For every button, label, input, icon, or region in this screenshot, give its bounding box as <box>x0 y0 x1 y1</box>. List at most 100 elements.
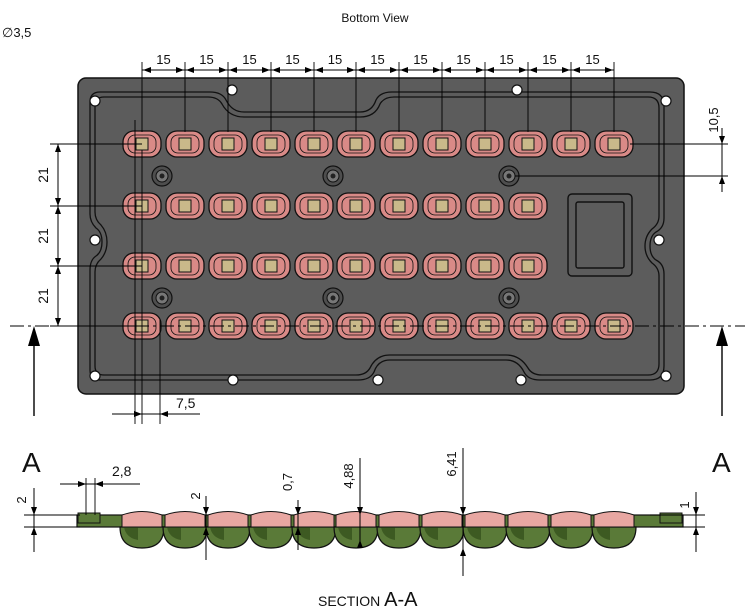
led-2-2 <box>208 252 248 280</box>
hole-diameter-label: ∅3,5 <box>2 25 31 40</box>
led-2-4 <box>294 252 334 280</box>
dim-6-41-label: 6,41 <box>444 451 459 476</box>
pitch-label-6: 15 <box>413 52 427 67</box>
led-1-2 <box>208 192 248 220</box>
led-0-2 <box>208 130 248 158</box>
lens-0 <box>119 511 165 549</box>
gasket-outer <box>89 91 665 381</box>
led-1-5 <box>336 192 376 220</box>
dim-21-label-1: 21 <box>35 167 51 183</box>
led-2-5 <box>336 252 376 280</box>
mounting-hole-10 <box>660 370 672 382</box>
lens-9 <box>505 511 551 549</box>
pitch-labels: 15 15 15 15 15 15 15 15 15 15 15 <box>156 52 599 67</box>
led-3-4 <box>294 312 334 340</box>
led-1-4 <box>294 192 334 220</box>
mounting-hole-8 <box>372 374 384 386</box>
lens-10 <box>548 511 594 549</box>
pitch-label-7: 15 <box>456 52 470 67</box>
screw-boss-1 <box>322 165 344 187</box>
lens-8 <box>462 511 508 549</box>
led-2-7 <box>422 252 462 280</box>
lens-2 <box>205 511 251 549</box>
gasket-inner <box>94 96 660 376</box>
pitch-label-0: 15 <box>156 52 170 67</box>
led-0-1 <box>165 130 205 158</box>
dim-2-mid-label: 2 <box>188 492 203 499</box>
led-0-11 <box>594 130 634 158</box>
section-caption: SECTION A-A <box>318 589 418 611</box>
section-marker-right: A <box>712 447 731 478</box>
mounting-hole-3 <box>660 95 672 107</box>
pitch-label-9: 15 <box>542 52 556 67</box>
mounting-hole-4 <box>89 234 101 246</box>
section-lenses <box>119 511 637 549</box>
dim-1-label: 1 <box>677 501 692 508</box>
dim-4-88-label: 4,88 <box>341 463 356 488</box>
screw-bosses <box>151 165 520 309</box>
led-0-8 <box>465 130 505 158</box>
bottom-view <box>77 77 685 395</box>
led-0-3 <box>251 130 291 158</box>
led-1-9 <box>508 192 548 220</box>
led-0-6 <box>379 130 419 158</box>
section-plate-edge-right <box>659 512 683 524</box>
mounting-hole-9 <box>515 374 527 386</box>
pitch-label-4: 15 <box>328 52 342 67</box>
dim-2-left-label: 2 <box>14 496 29 503</box>
section-view <box>24 448 705 576</box>
led-0-4 <box>294 130 334 158</box>
dim-0-7-label: 0,7 <box>280 473 295 491</box>
led-0-9 <box>508 130 548 158</box>
lens-5 <box>333 511 379 549</box>
led-1-1 <box>165 192 205 220</box>
mounting-hole-6 <box>89 370 101 382</box>
led-2-8 <box>465 252 505 280</box>
lens-6 <box>376 511 422 549</box>
lens-1 <box>162 511 208 549</box>
screw-boss-4 <box>322 287 344 309</box>
led-1-8 <box>465 192 505 220</box>
mounting-hole-0 <box>89 95 101 107</box>
dim-10-5-label: 10,5 <box>706 107 721 132</box>
led-1-6 <box>379 192 419 220</box>
led-2-9 <box>508 252 548 280</box>
led-0-7 <box>422 130 462 158</box>
led-1-7 <box>422 192 462 220</box>
pitch-label-1: 15 <box>199 52 213 67</box>
view-title: Bottom View <box>341 11 408 25</box>
mounting-hole-7 <box>227 374 239 386</box>
led-0-5 <box>336 130 376 158</box>
screw-boss-3 <box>151 287 173 309</box>
mounting-hole-1 <box>226 84 238 96</box>
connector-window-inner <box>575 201 625 269</box>
dim-21-label-2: 21 <box>35 228 51 244</box>
section-marker-left: A <box>22 447 41 478</box>
led-0-10 <box>551 130 591 158</box>
dim-7-5-label: 7,5 <box>176 395 196 411</box>
lens-3 <box>248 511 294 549</box>
dim-2-8-label: 2,8 <box>112 463 132 479</box>
section-plate-edge-left <box>77 512 101 524</box>
led-1-3 <box>251 192 291 220</box>
lens-11 <box>591 511 637 549</box>
led-2-1 <box>165 252 205 280</box>
screw-boss-5 <box>498 287 520 309</box>
mounting-hole-2 <box>511 84 523 96</box>
dim-21-label-3: 21 <box>35 288 51 304</box>
mounting-hole-5 <box>653 234 665 246</box>
pitch-label-10: 15 <box>585 52 599 67</box>
dimension-lines <box>10 62 745 424</box>
pitch-label-3: 15 <box>285 52 299 67</box>
pitch-label-5: 15 <box>370 52 384 67</box>
pitch-label-2: 15 <box>242 52 256 67</box>
led-2-6 <box>379 252 419 280</box>
lens-7 <box>419 511 465 549</box>
screw-boss-2 <box>498 165 520 187</box>
mounting-holes <box>89 84 672 386</box>
pitch-label-8: 15 <box>499 52 513 67</box>
connector-window-outer <box>567 193 633 277</box>
led-2-3 <box>251 252 291 280</box>
screw-boss-0 <box>151 165 173 187</box>
